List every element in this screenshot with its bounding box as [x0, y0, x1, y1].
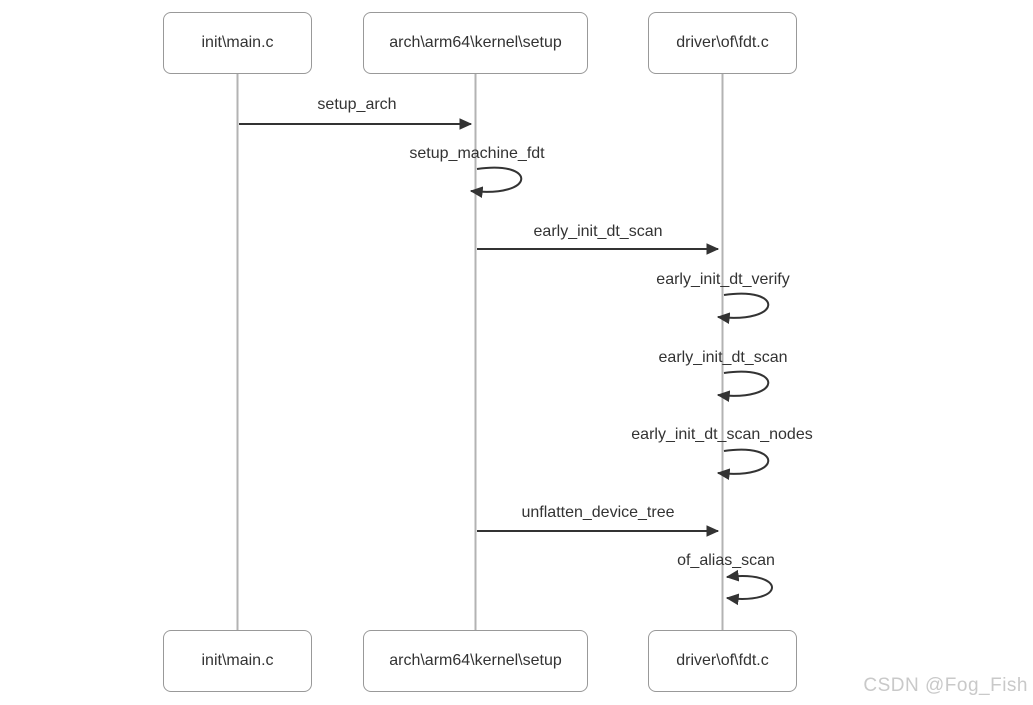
csdn-watermark: CSDN @Fog_Fish	[863, 675, 1028, 696]
self-loop-of-alias-scan	[725, 569, 773, 606]
message-label-early-init-dt-scan: early_init_dt_scan	[533, 223, 663, 240]
message-label-setup-machine-fdt: setup_machine_fdt	[409, 145, 545, 162]
message-label-setup-arch: setup_arch	[317, 96, 397, 113]
actor-bottom-driver-of-fdt: driver\of\fdt.c	[648, 630, 797, 692]
self-loop-early-init-dt-scan	[716, 370, 770, 403]
actor-bottom-init-main: init\main.c	[163, 630, 312, 692]
message-label-early-init-dt-scan-self: early_init_dt_scan	[658, 349, 788, 366]
self-loop-setup-machine-fdt	[469, 166, 523, 199]
message-label-early-init-dt-scan-nodes: early_init_dt_scan_nodes	[631, 426, 813, 443]
self-loop-early-init-dt-scan-nodes	[716, 448, 770, 481]
self-loop-early-init-dt-verify	[716, 292, 770, 325]
message-label-unflatten-device-tree: unflatten_device_tree	[521, 504, 675, 521]
actor-top-arch-arm64-kernel-setup: arch\arm64\kernel\setup	[363, 12, 588, 74]
message-label-of-alias-scan: of_alias_scan	[677, 552, 775, 569]
actor-bottom-arch-arm64-kernel-setup: arch\arm64\kernel\setup	[363, 630, 588, 692]
actor-top-init-main: init\main.c	[163, 12, 312, 74]
message-label-early-init-dt-verify: early_init_dt_verify	[656, 271, 790, 288]
actor-top-driver-of-fdt: driver\of\fdt.c	[648, 12, 797, 74]
